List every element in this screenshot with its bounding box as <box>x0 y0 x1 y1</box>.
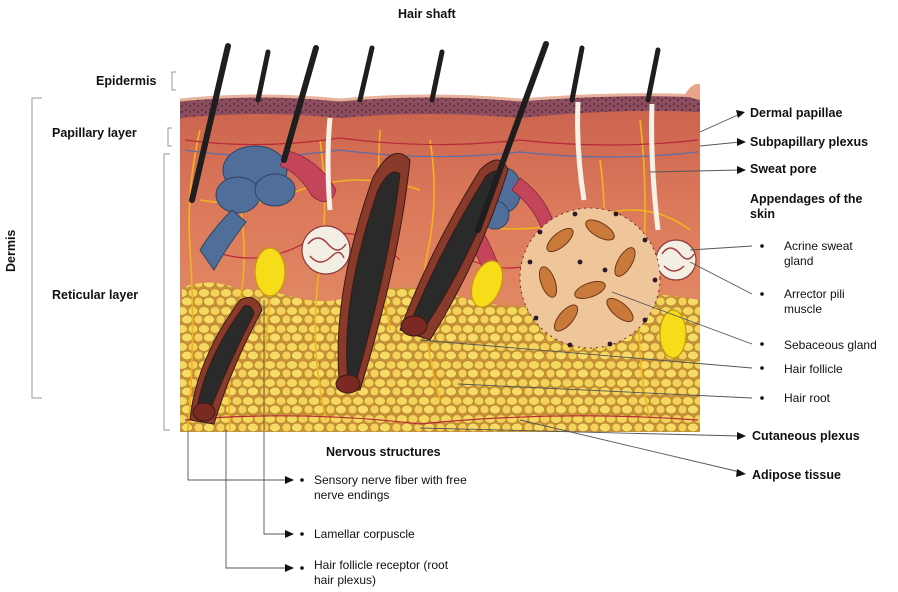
label-hair-follicle-receptor: Hair follicle receptor (root hair plexus… <box>314 558 454 588</box>
label-hair-root: Hair root <box>784 391 830 406</box>
label-sweat-pore: Sweat pore <box>750 162 817 177</box>
label-cutaneous-plexus: Cutaneous plexus <box>752 429 860 444</box>
label-nervous-structures: Nervous structures <box>326 445 441 460</box>
label-subpapillary-plexus: Subpapillary plexus <box>750 135 868 150</box>
label-hair-follicle: Hair follicle <box>784 362 843 377</box>
label-dermal-papillae: Dermal papillae <box>750 106 842 121</box>
label-appendages: Appendages of the skin <box>750 192 890 222</box>
label-epidermis: Epidermis <box>96 74 156 89</box>
label-sensory-nerve-fiber: Sensory nerve fiber with free nerve endi… <box>314 473 484 503</box>
label-hair-shaft: Hair shaft <box>398 7 456 22</box>
label-dermis: Dermis <box>4 230 18 272</box>
label-lamellar-corpuscle: Lamellar corpuscle <box>314 527 415 542</box>
label-arrector-pili-muscle: Arrector pili muscle <box>784 287 874 317</box>
label-reticular-layer: Reticular layer <box>52 288 138 303</box>
label-adipose-tissue: Adipose tissue <box>752 468 841 483</box>
label-sebaceous-gland: Sebaceous gland <box>784 338 877 353</box>
label-papillary-layer: Papillary layer <box>52 126 137 141</box>
label-acrine-sweat-gland: Acrine sweat gland <box>784 239 874 269</box>
